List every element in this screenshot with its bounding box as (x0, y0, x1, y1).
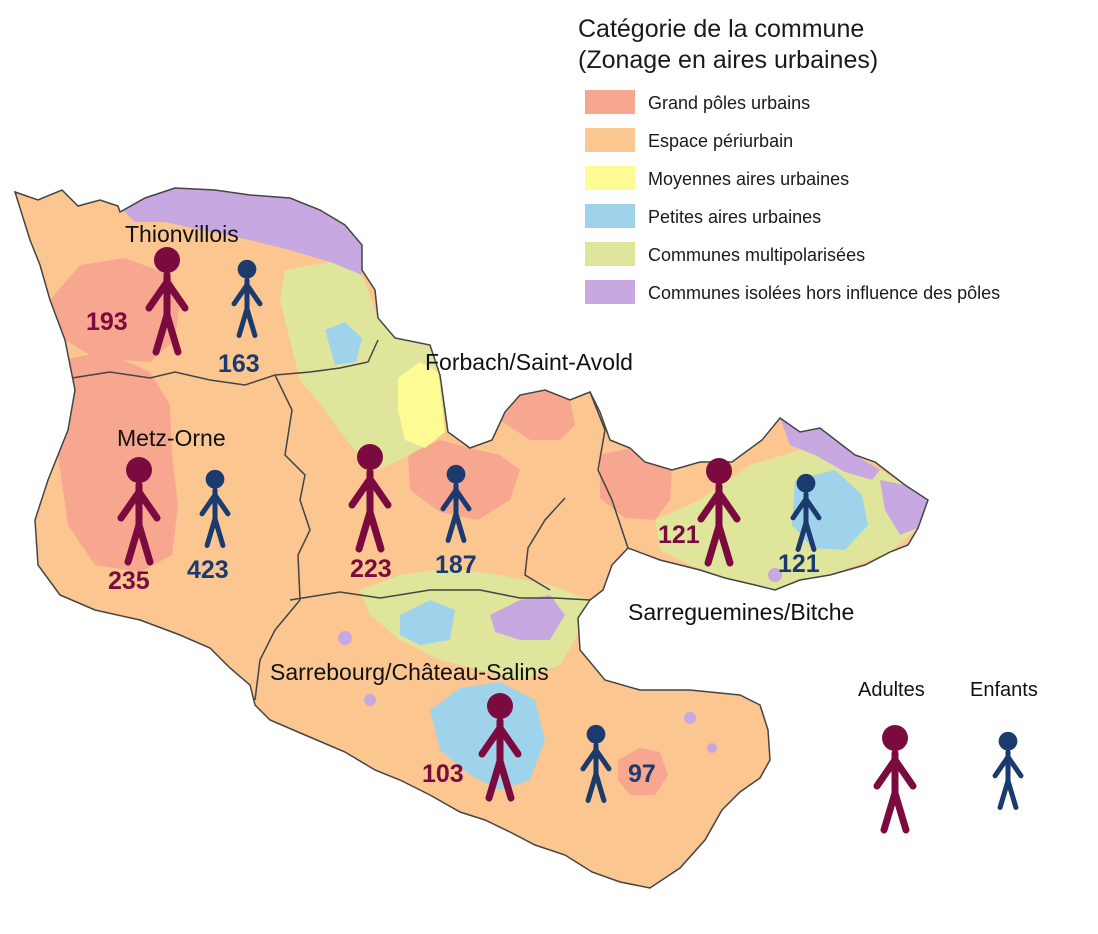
isolated-spot (768, 568, 782, 582)
south-isolated-area (490, 595, 565, 640)
key-adults-label: Adultes (858, 679, 925, 701)
boundary-forbach-east (524, 497, 566, 591)
east-isolated-area (780, 418, 880, 480)
east-isolated-edge (880, 480, 928, 535)
legend-label: Grand pôles urbains (648, 93, 810, 113)
children-count: 97 (628, 760, 656, 788)
key-adult-figure-icon (873, 725, 917, 834)
legend-title-line1: Catégorie de la commune (578, 15, 864, 43)
boundary-metz-forbach (274, 374, 311, 601)
legend-label: Petites aires urbaines (648, 207, 821, 227)
isolated-spot (338, 631, 352, 645)
zone-2: Metz-Orne 235 423 (108, 425, 231, 595)
legend-label: Moyennes aires urbaines (648, 169, 849, 189)
petite-aire-south (400, 600, 455, 645)
sarreguemines-pole (600, 448, 672, 520)
legend-swatch (585, 90, 635, 114)
adult-figure-icon (348, 444, 392, 553)
sarrebourg-pole (618, 748, 668, 795)
isolated-spot (364, 694, 376, 706)
zone-5: Sarrebourg/Château-Salins 103 97 (270, 659, 656, 803)
multipolarisee-east (655, 450, 928, 590)
adult-figure-icon (697, 458, 741, 567)
multipolarisee-south (360, 568, 590, 680)
boundary-south (289, 589, 591, 601)
child-figure-icon (992, 731, 1024, 810)
legend-swatch (585, 166, 635, 190)
children-count: 423 (187, 556, 229, 584)
zone-3: Forbach/Saint-Avold 223 187 (348, 349, 633, 583)
zone-1: Thionvillois 193 163 (86, 221, 263, 378)
isolated-spot (684, 712, 696, 724)
adults-count: 235 (108, 567, 150, 595)
zone-4: Sarreguemines/Bitche 121 121 (628, 458, 854, 625)
boundary-south-west (254, 599, 301, 701)
petite-aire-sarrebourg (430, 682, 545, 790)
pictogram-key: Adultes Enfants (858, 679, 1038, 834)
children-count: 187 (435, 551, 477, 579)
zone-name: Thionvillois (125, 221, 239, 247)
isolated-spot (707, 743, 717, 753)
adults-count: 121 (658, 521, 700, 549)
adult-figure-icon (117, 457, 161, 566)
legend-swatch (585, 204, 635, 228)
children-count: 121 (778, 550, 820, 578)
zone-name: Sarreguemines/Bitche (628, 599, 854, 625)
adults-count: 223 (350, 555, 392, 583)
legend-title-line2: (Zonage en aires urbaines) (578, 46, 878, 74)
adult-figure-icon (145, 247, 189, 356)
legend-label: Espace périurbain (648, 131, 793, 151)
boundary-sarreguemines (589, 391, 629, 549)
saint-avold-pole (500, 390, 575, 440)
zone-name: Metz-Orne (117, 425, 226, 451)
boundary-thionvillois (71, 339, 379, 386)
forbach-pole (408, 440, 520, 520)
child-figure-icon (580, 724, 612, 803)
legend: Catégorie de la commune (Zonage en aires… (578, 15, 1000, 304)
adults-count: 103 (422, 760, 464, 788)
legend-label: Communes multipolarisées (648, 245, 865, 265)
adult-figure-icon (478, 693, 522, 802)
child-figure-icon (231, 259, 263, 338)
child-figure-icon (199, 469, 231, 548)
zone-name: Sarrebourg/Château-Salins (270, 659, 549, 685)
children-count: 163 (218, 350, 260, 378)
legend-swatch (585, 242, 635, 266)
adult-figure-icon (873, 725, 917, 834)
metz-pole (58, 352, 178, 572)
petite-aire-north (325, 322, 362, 365)
thionville-pole (50, 258, 180, 362)
moyenne-aire-area (398, 362, 445, 448)
adults-count: 193 (86, 308, 128, 336)
key-children-label: Enfants (970, 679, 1038, 701)
department-outline (13, 187, 929, 889)
zone-name: Forbach/Saint-Avold (425, 349, 633, 375)
legend-label: Communes isolées hors influence des pôle… (648, 283, 1000, 303)
north-isolated-area (118, 188, 362, 275)
child-figure-icon (790, 473, 822, 552)
key-child-figure-icon (992, 731, 1024, 810)
legend-swatch (585, 280, 635, 304)
legend-swatch (585, 128, 635, 152)
child-figure-icon (440, 464, 472, 543)
